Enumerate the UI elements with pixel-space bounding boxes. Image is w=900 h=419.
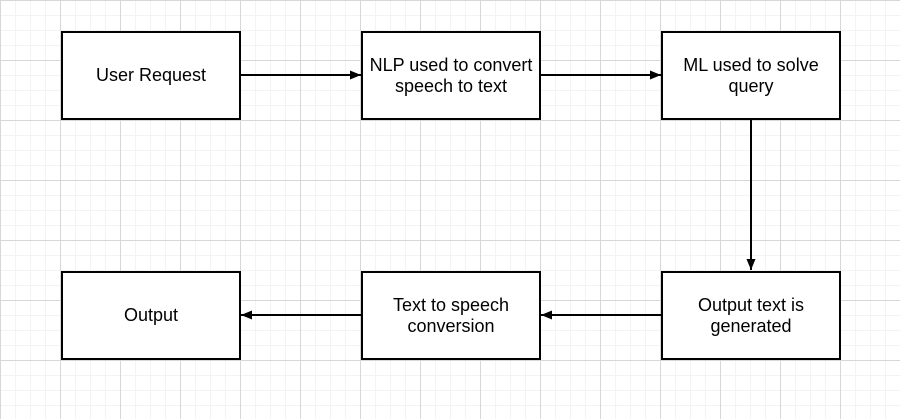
node-label-output: Output xyxy=(123,305,179,325)
flowchart-node-user-request[interactable]: User Request xyxy=(61,31,241,120)
node-label-text-to-speech: Text to speech conversion xyxy=(392,294,510,336)
node-label-nlp-convert: NLP used to convert speech to text xyxy=(369,54,533,96)
flowchart-node-nlp-convert[interactable]: NLP used to convert speech to text xyxy=(361,31,541,120)
node-label-user-request: User Request xyxy=(95,65,207,85)
flowchart-node-output-text-generated[interactable]: Output text is generated xyxy=(661,271,841,360)
node-label-ml-solve: ML used to solve query xyxy=(683,54,819,96)
flowchart-node-ml-solve[interactable]: ML used to solve query xyxy=(661,31,841,120)
flowchart-node-output[interactable]: Output xyxy=(61,271,241,360)
flowchart-node-text-to-speech[interactable]: Text to speech conversion xyxy=(361,271,541,360)
node-label-output-text-generated: Output text is generated xyxy=(697,294,805,336)
